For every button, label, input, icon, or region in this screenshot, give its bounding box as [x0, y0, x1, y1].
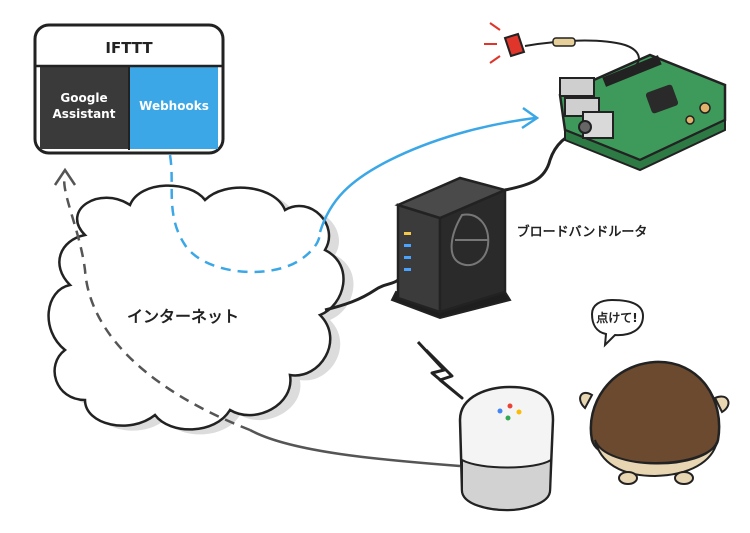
pi-usb-port-1 — [559, 77, 595, 97]
chestnut-body — [589, 360, 721, 465]
router-led-1 — [404, 232, 411, 235]
assistant-return-dashed-line — [62, 174, 251, 432]
google-assistant-panel — [40, 67, 128, 149]
pi-chip — [645, 84, 679, 114]
speaker-dot-red — [507, 403, 513, 409]
raspberry-pi-board — [558, 53, 727, 172]
speech-bubble-text: 点けて! — [596, 310, 637, 325]
speech-bubble: 点けて! — [590, 298, 645, 348]
speaker-dot-blue — [497, 408, 503, 414]
webhooks-panel — [130, 67, 218, 149]
pi-ethernet-jack — [578, 120, 592, 134]
router-led-3 — [404, 256, 411, 259]
webhooks-label: Webhooks — [139, 99, 209, 113]
router-led-2 — [404, 244, 411, 247]
chestnut-left-arm — [579, 391, 594, 410]
chestnut-character — [579, 360, 730, 485]
smart-speaker — [458, 385, 555, 512]
chestnut-foot-left — [618, 471, 638, 485]
router-led-4 — [404, 268, 411, 271]
speaker-to-internet-line — [249, 428, 461, 468]
router-logo — [450, 213, 490, 267]
cloud-body — [47, 184, 345, 431]
internet-label: インターネット — [127, 307, 239, 326]
internet-cloud: インターネット — [47, 184, 354, 435]
broadband-router: ブロードバンドルータ — [390, 176, 648, 320]
google-assistant-label-line2: Assistant — [53, 107, 116, 121]
wireless-bolt-icon — [416, 340, 464, 400]
ifttt-box: IFTTT Google Assistant Webhooks — [33, 23, 225, 155]
router-label: ブロードバンドルータ — [517, 224, 648, 240]
webhooks-dashed-line — [168, 154, 322, 274]
assistant-arrowhead — [53, 167, 77, 186]
resistor — [552, 37, 576, 47]
pi-component-1 — [699, 102, 711, 114]
webhooks-solid-line — [318, 116, 536, 233]
pi-gpio-header — [602, 55, 662, 87]
speech-bubble-shape — [590, 298, 645, 348]
speaker-dot-yellow — [516, 409, 522, 415]
router-top — [394, 176, 509, 220]
led-icon — [503, 32, 526, 58]
speaker-dot-green — [505, 415, 511, 421]
led-glow-3 — [489, 55, 501, 64]
router-to-internet-cable — [324, 278, 399, 312]
google-assistant-label-line1: Google — [60, 91, 107, 105]
ifttt-title: IFTTT — [105, 39, 153, 57]
chestnut-right-arm — [713, 395, 730, 414]
speaker-fabric — [461, 458, 553, 512]
chestnut-bottom — [594, 439, 718, 478]
chestnut-foot-right — [674, 471, 694, 485]
led-wire — [524, 39, 640, 67]
led-glow-1 — [489, 22, 501, 31]
webhooks-arrowhead — [521, 106, 540, 130]
pi-board-edge — [564, 118, 726, 172]
led-circuit — [484, 22, 640, 67]
pi-component-2 — [685, 115, 695, 125]
